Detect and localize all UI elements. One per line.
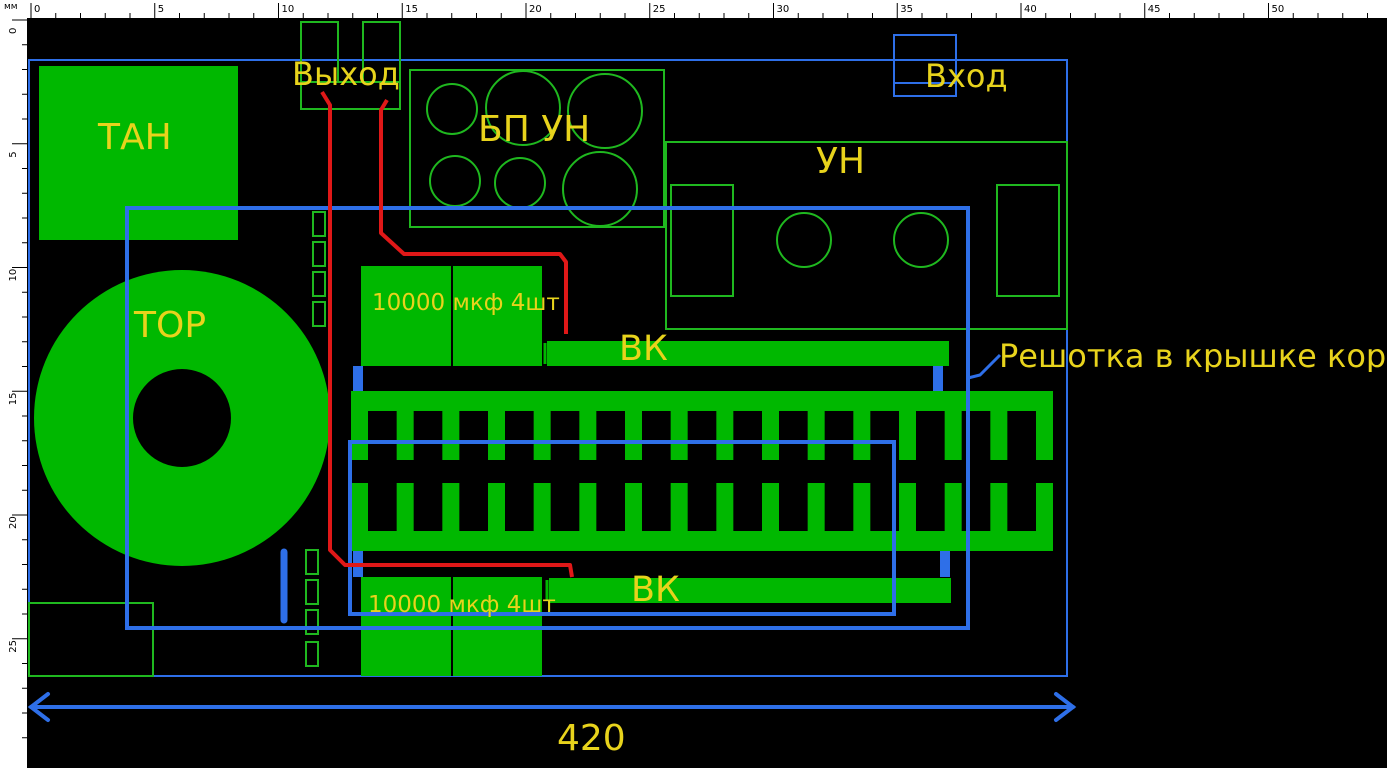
heatsink-fin-top	[442, 411, 460, 460]
tor-label: ТОР	[134, 305, 207, 346]
heatsink-fin-bottom	[716, 483, 734, 531]
heatsink-bottom-spine	[351, 531, 1053, 551]
grille-label: Решотка в крышке корпуса	[999, 340, 1387, 372]
top-ruler	[0, 0, 1387, 19]
left-ruler-tick-label: 25	[8, 640, 19, 653]
heatsink-fin-bottom	[762, 483, 779, 531]
top-ruler-tick-label: 50	[1272, 4, 1285, 15]
tan-label: ТАН	[98, 117, 172, 158]
heatsink-fin-bottom	[1036, 483, 1053, 531]
top-ruler-tick-label: 30	[777, 4, 790, 15]
left-ruler-tick-label: 20	[8, 516, 19, 529]
grille-outline-large	[125, 206, 970, 630]
ruler-unit-label: мм	[4, 2, 18, 12]
blue-mark-1	[353, 366, 363, 391]
heatsink-fin-top	[807, 411, 825, 460]
vk-bottom-label: ВК	[631, 570, 680, 610]
heatsink-fin-bottom	[944, 483, 962, 531]
left-ruler-tick-label: 5	[8, 151, 19, 157]
heatsink-fin-top	[716, 411, 734, 460]
heatsink-fin-top	[1036, 411, 1053, 460]
top-ruler-tick-label: 45	[1148, 4, 1161, 15]
heatsink-fin-top	[853, 411, 871, 460]
top-ruler-tick-label: 10	[282, 4, 295, 15]
heatsink-fin-top	[944, 411, 962, 460]
heatsink-fin-top	[488, 411, 505, 460]
small-component-outline	[28, 602, 154, 677]
vk-top-label: ВК	[619, 329, 668, 369]
heatsink-fin-bottom	[579, 483, 597, 531]
left-ruler-tick-label: 15	[8, 393, 19, 406]
toroid-hole	[133, 369, 231, 467]
un-label: УН	[816, 141, 866, 182]
bp-un-label: БП УН	[478, 109, 591, 150]
heatsink-fin-bottom	[351, 483, 368, 531]
grille-leader-line	[967, 353, 1002, 380]
heatsink-fin-top	[579, 411, 597, 460]
top-ruler-tick-label: 35	[900, 4, 913, 15]
heatsink-fin-bottom	[488, 483, 505, 531]
top-ruler-tick-label: 20	[529, 4, 542, 15]
small-parts-column-bottom	[305, 549, 319, 667]
heatsink-fin-top	[990, 411, 1008, 460]
heatsink-fin-bottom	[853, 483, 871, 531]
case-outline	[28, 59, 1068, 677]
grille-outline-inner	[348, 440, 896, 616]
heatsink-fin-bottom	[533, 483, 551, 531]
vk-bar-bottom	[549, 578, 951, 603]
top-ruler-tick-label: 5	[158, 4, 164, 15]
heatsink-top-spine	[351, 391, 1053, 411]
left-ruler	[0, 18, 28, 768]
output-wire-left	[320, 90, 574, 578]
small-parts-column-top	[312, 211, 326, 327]
tan-block	[39, 66, 238, 240]
bp-un-outline	[409, 69, 665, 228]
left-ruler-tick-label: 0	[8, 28, 19, 34]
heatsink-fin-bottom	[396, 483, 414, 531]
cap-top-label: 10000 мкф 4шт	[372, 290, 560, 316]
top-ruler-ticks: 0 5 10 15 20 25 30 35 40 45 50	[30, 3, 1368, 18]
width-dimension-arrow	[27, 692, 1077, 722]
width-dimension-label: 420	[557, 718, 626, 759]
cap-bottom-label: 10000 мкф 4шт	[368, 592, 556, 618]
left-ruler-ticks: 0 5 10 15 20 25	[8, 19, 27, 739]
un-components	[670, 184, 1060, 297]
heatsink-fin-bottom	[990, 483, 1008, 531]
un-outline	[665, 141, 1068, 330]
output-wire-right	[379, 98, 568, 334]
top-ruler-tick-label: 40	[1024, 4, 1037, 15]
vk-bar-top	[547, 341, 949, 366]
heatsink-fin-bottom	[442, 483, 460, 531]
heatsink-fin-bottom	[670, 483, 688, 531]
top-ruler-tick-label: 0	[34, 4, 40, 15]
left-ruler-tick-label: 10	[8, 269, 19, 282]
heatsink-fin-bottom	[899, 483, 916, 531]
input-connector	[893, 34, 957, 97]
heatsink-fin-top	[396, 411, 414, 460]
heatsink	[351, 391, 1053, 551]
capacitor-bank-top	[361, 266, 542, 366]
heatsink-fin-bottom	[807, 483, 825, 531]
heatsink-fin-top	[351, 411, 368, 460]
heatsink-fin-top	[533, 411, 551, 460]
top-ruler-tick-label: 25	[653, 4, 666, 15]
heatsink-fin-top	[762, 411, 779, 460]
output-label: Выход	[292, 55, 400, 93]
heatsink-fin-top	[899, 411, 916, 460]
top-ruler-tick-label: 15	[405, 4, 418, 15]
blue-mark-4	[940, 550, 950, 577]
heatsink-fin-bottom	[625, 483, 642, 531]
heatsink-fin-top	[670, 411, 688, 460]
input-label: Вход	[925, 57, 1008, 95]
heatsink-fin-top	[625, 411, 642, 460]
output-connector-base	[300, 81, 401, 110]
blue-mark-2	[933, 366, 943, 391]
